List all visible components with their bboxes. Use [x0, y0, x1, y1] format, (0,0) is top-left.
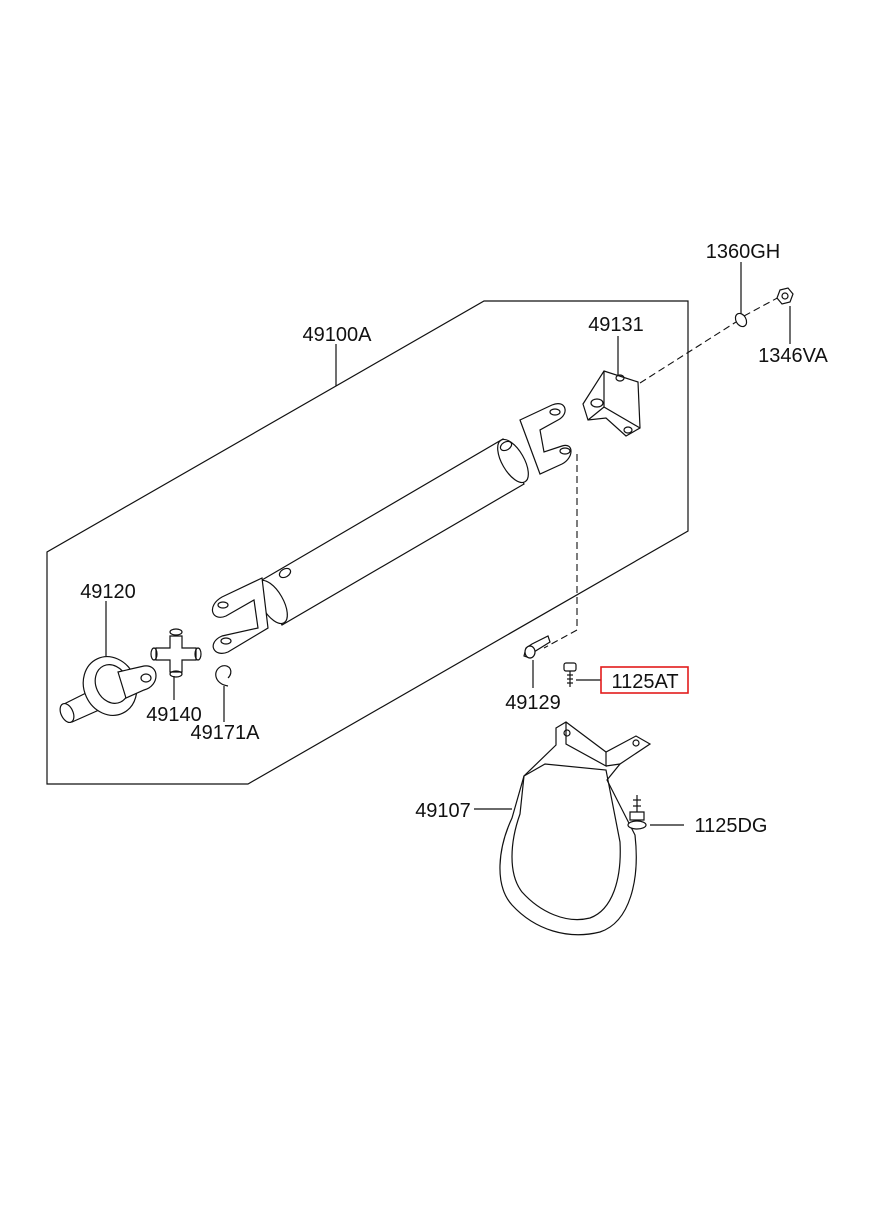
label-1360GH[interactable]: 1360GH: [706, 241, 781, 263]
leader-lines: [105, 262, 791, 826]
label-49131[interactable]: 49131: [588, 314, 644, 336]
label-49171A[interactable]: 49171A: [191, 722, 261, 744]
washer-1360GH: [734, 312, 748, 328]
bolt-49129: [523, 635, 551, 659]
nut-1346VA: [776, 287, 794, 305]
strap-49107: [499, 721, 652, 936]
centerline-bolt: [543, 454, 578, 649]
label-1346VA[interactable]: 1346VA: [758, 345, 828, 367]
assembly-boundary: [46, 300, 689, 785]
flange-yoke-49131: [582, 370, 641, 437]
bolt-1125AT: [563, 662, 577, 687]
label-1125DG[interactable]: 1125DG: [694, 815, 767, 837]
label-49120[interactable]: 49120: [80, 581, 136, 603]
highlight-box-1125AT: [600, 666, 689, 694]
centerline-mount: [639, 295, 782, 384]
label-49107[interactable]: 49107: [415, 800, 471, 822]
label-49129[interactable]: 49129: [505, 692, 561, 714]
sleeve-yoke-49120: [59, 656, 157, 724]
bolt-1125DG: [627, 795, 647, 830]
universal-joint-49140: [150, 628, 202, 678]
label-1125AT[interactable]: 1125AT: [611, 671, 678, 693]
label-49140[interactable]: 49140: [146, 704, 202, 726]
snap-ring-49171A: [215, 665, 232, 687]
propeller-shaft: [211, 403, 572, 654]
label-49100A[interactable]: 49100A: [303, 324, 373, 346]
